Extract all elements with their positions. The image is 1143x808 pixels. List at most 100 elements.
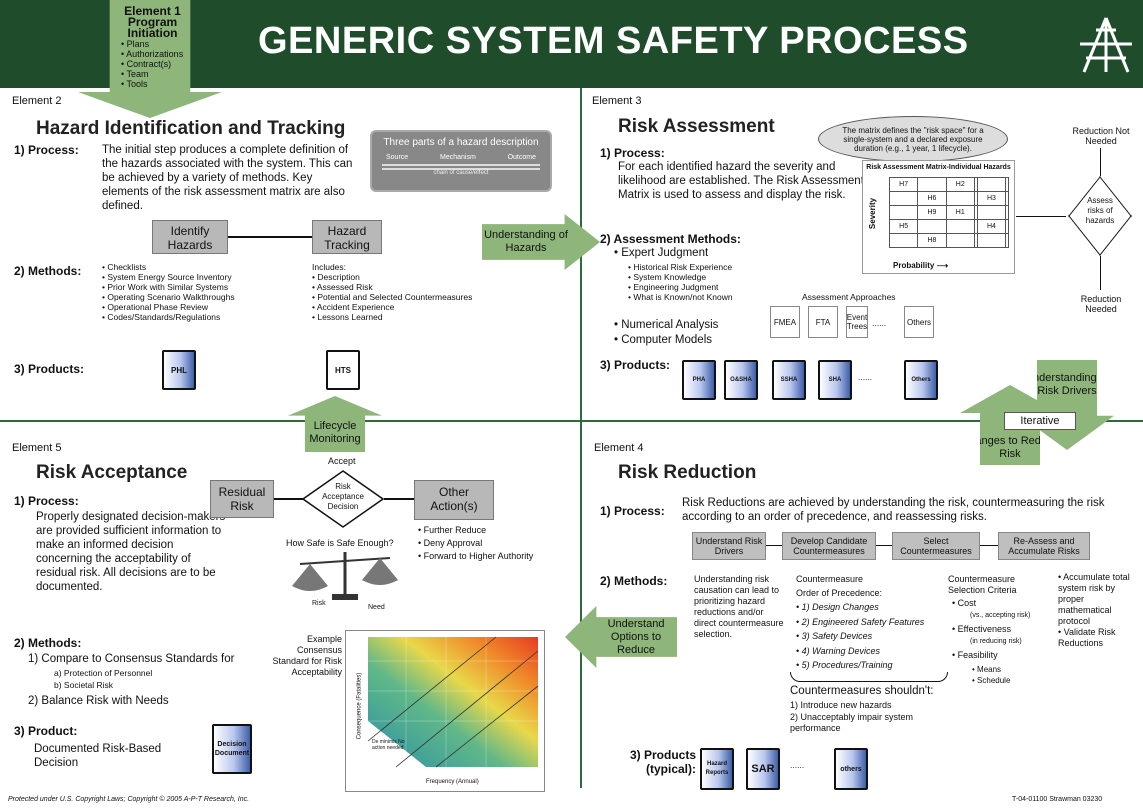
element1-item: Plans [121, 39, 200, 49]
criteria-effectiveness-text: Effectiveness [957, 624, 1012, 634]
risk-matrix-cell: H3 [976, 191, 1007, 206]
risk-matrix-cell [1005, 219, 1009, 234]
element1-label: Element 1 [124, 4, 181, 18]
connector-up [1100, 148, 1101, 176]
other-action-item: Forward to Higher Authority [418, 550, 534, 563]
approach-others: Others [904, 306, 934, 338]
risk-matrix-cell [888, 191, 919, 206]
risk-matrix-cell [976, 205, 1007, 220]
risk-matrix-cell: H5 [888, 219, 919, 234]
risk-matrix-cell: H1 [945, 205, 975, 220]
footer-copyright: Protected under U.S. Copyright Laws; Cop… [8, 796, 250, 803]
residual-risk-box: Residual Risk [210, 480, 274, 518]
criteria-effectiveness: • Effectiveness [952, 624, 1012, 634]
method-item: Operating Scenario Walkthroughs [102, 292, 234, 302]
element1-item: Contract(s) [121, 59, 200, 69]
expert-item: What is Known/not Known [628, 292, 732, 302]
others-doc-icon: others [834, 748, 868, 790]
reduction-needed-label: Reduction Needed [1080, 294, 1122, 314]
element4-label: Element 4 [594, 442, 644, 454]
step-connector [876, 545, 892, 546]
risk-matrix-cell [888, 205, 919, 220]
element2-heading: Hazard Identification and Tracking [36, 118, 346, 139]
element1-item: Authorizations [121, 49, 200, 59]
company-logo-icon [1080, 17, 1132, 73]
risk-matrix-cell [1005, 191, 1009, 206]
matrix-cloud-note: The matrix defines the "risk space" for … [818, 116, 1008, 162]
risk-matrix-cell: H9 [917, 205, 947, 220]
risk-matrix-cell [888, 233, 919, 248]
step-reassess: Re-Assess and Accumulate Risks [998, 532, 1090, 560]
risk-matrix-cell [976, 177, 1007, 192]
sha-document-icon: SHA [818, 360, 852, 400]
approach-fmea: FMEA [770, 306, 800, 338]
element2-label: Element 2 [12, 95, 62, 107]
method-item: Prior Work with Similar Systems [102, 282, 235, 292]
feasibility-item: Schedule [972, 675, 1010, 686]
lifecycle-monitoring-arrow: Lifecycle Monitoring [288, 396, 382, 452]
element4-process-label: 1) Process: [600, 504, 665, 518]
decision-document-icon: Decision Document [212, 724, 252, 774]
risk-matrix-cell [1005, 205, 1009, 220]
element2-process-text: The initial step produces a complete def… [102, 144, 353, 212]
risk-matrix-cell [1005, 177, 1009, 192]
hazard-outcome: Outcome [507, 154, 536, 161]
element4-products-label: 3) Products (typical): [629, 748, 696, 776]
identify-hazards-box: Identify Hazards [152, 220, 228, 254]
risk-matrix-cell [945, 233, 975, 248]
element2-methods-list: Checklists System Energy Source Inventor… [102, 262, 235, 322]
methods-col1: Understanding risk causation can lead to… [694, 574, 784, 639]
element2-products-label: 3) Products: [14, 362, 85, 376]
other-action-item: Deny Approval [418, 537, 533, 550]
expert-item: Engineering Judgment [628, 282, 733, 292]
acceptability-chart-icon [367, 636, 539, 768]
hazard-description-title: Three parts of a hazard description [383, 137, 539, 148]
criteria-cost-text: Cost [957, 598, 977, 608]
sar-document-icon: SAR [746, 748, 780, 790]
risk-matrix-cell [945, 219, 975, 234]
includes-list: Description Assessed Risk Potential and … [312, 272, 472, 322]
others-document-icon: Others [904, 360, 938, 400]
brace-icon [790, 672, 948, 682]
vertical-divider [580, 88, 582, 788]
element3-label: Element 3 [592, 95, 642, 107]
risk-matrix-title: Risk Assessment Matrix-Individual Hazard… [866, 164, 1011, 171]
chart-y-label: Consequence (Fatalities) [356, 672, 363, 740]
risk-matrix-cell [917, 177, 947, 192]
computer-models: • Computer Models [614, 334, 712, 346]
precedence-item: 2) Engineered Safety Features [796, 615, 925, 630]
risk-matrix-cell: H6 [917, 191, 947, 206]
horizontal-divider [0, 420, 1143, 422]
page-title: GENERIC SYSTEM SAFETY PROCESS [258, 20, 969, 62]
approach-fta: FTA [808, 306, 838, 338]
probability-axis-label: Probability ⟶ [893, 261, 949, 270]
precedence-item: 5) Procedures/Training [796, 658, 924, 673]
element1-item: Team [121, 69, 200, 79]
probability-text: Probability [893, 261, 935, 270]
other-action-item: Further Reduce [418, 524, 533, 537]
precedence-list: 1) Design Changes 2) Engineered Safety F… [796, 600, 925, 673]
expert-judgment-text: Expert Judgment [621, 247, 709, 259]
iterative-label: Iterative [1004, 412, 1076, 430]
element2-methods-label: 2) Methods: [14, 264, 82, 278]
includes-item: Lessons Learned [312, 312, 472, 322]
approaches-label: Assessment Approaches [802, 292, 896, 302]
expert-judgment: • Expert Judgment [614, 247, 709, 259]
step-connector [766, 545, 782, 546]
step-develop: Develop Candidate Countermeasures [782, 532, 876, 560]
severity-axis-label: Severity [868, 197, 878, 230]
decision-text: Risk Acceptance Decision [322, 482, 364, 511]
method-item: Checklists [102, 262, 235, 272]
chain-label: chain of cause/effect [433, 170, 489, 176]
decision-diamond [302, 470, 384, 528]
chart-x-label: Frequency (Annual) [426, 779, 479, 785]
element5-process-label: 1) Process: [14, 494, 79, 508]
other-connector [384, 498, 414, 500]
method-item: Operational Phase Review [102, 302, 235, 312]
element3-methods-label: 2) Assessment Methods: [600, 232, 741, 246]
step-connector [980, 545, 998, 546]
ssha-document-icon: SSHA [772, 360, 806, 400]
